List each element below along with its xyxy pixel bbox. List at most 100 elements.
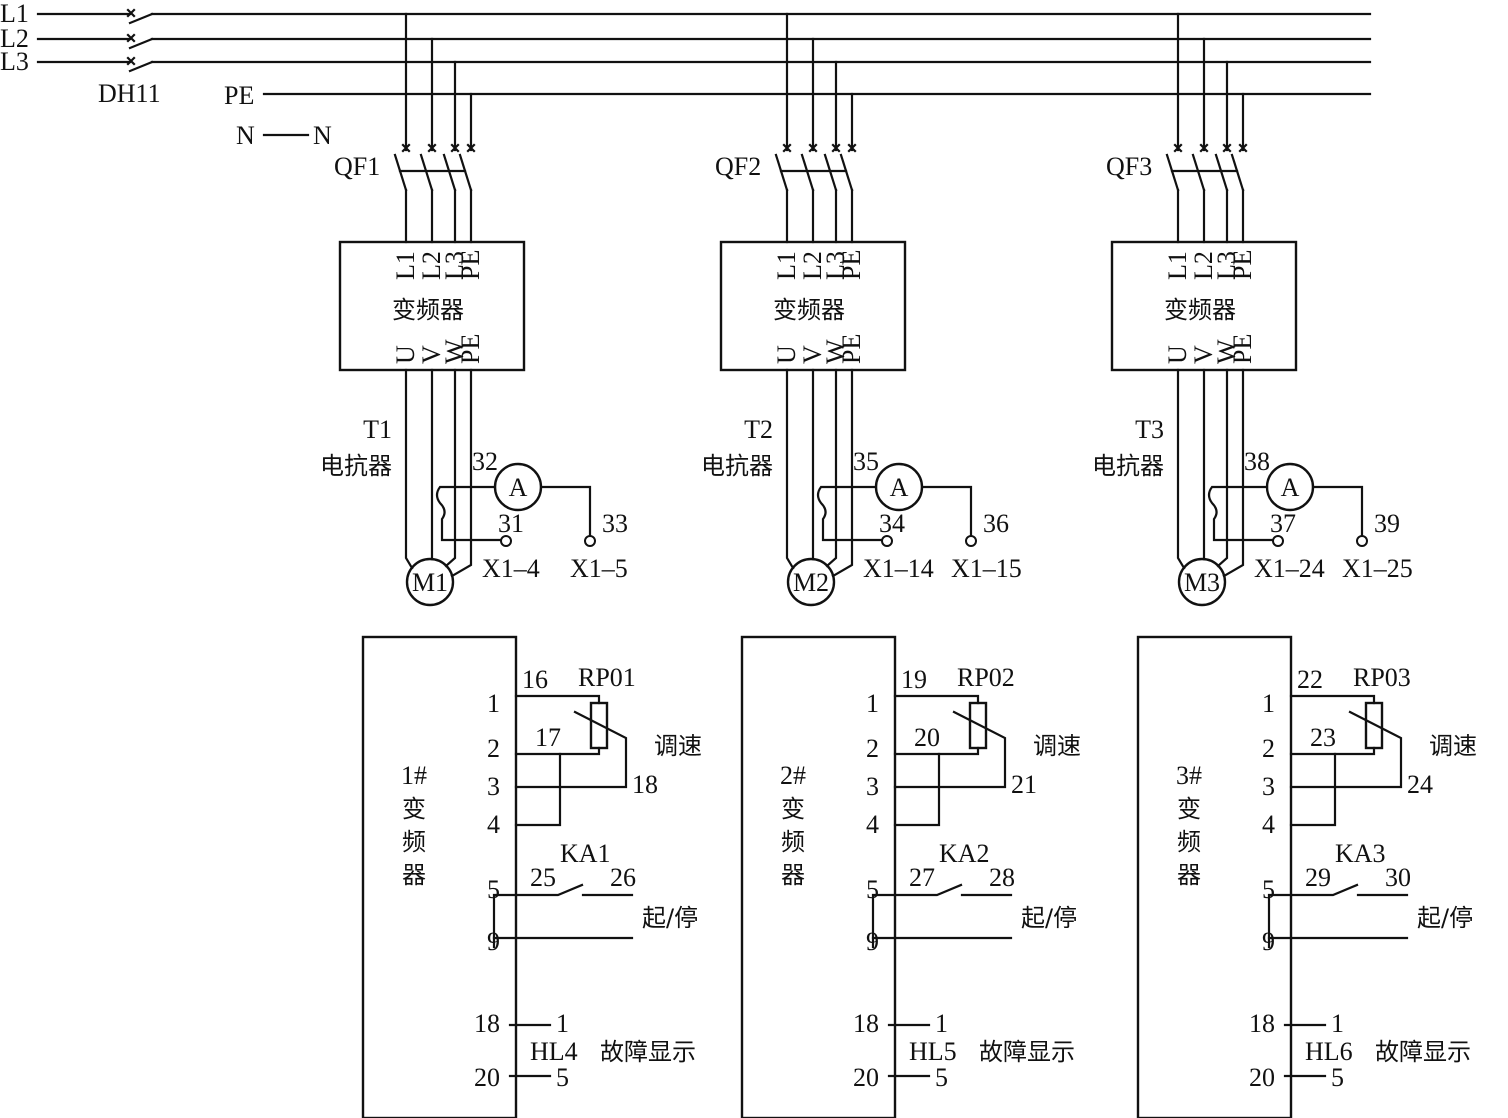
fault-label: 故障显示 xyxy=(979,1038,1075,1066)
inverter-input-label: PE xyxy=(837,250,866,280)
breaker-label: QF1 xyxy=(334,152,380,181)
pot-wire-top xyxy=(893,694,980,705)
relay-label: KA2 xyxy=(939,839,990,868)
breaker-x-icon xyxy=(1199,143,1209,153)
control-terminal-label: 1 xyxy=(487,689,500,718)
pot-wiper-wire xyxy=(514,710,628,789)
inverter-input-label: L2 xyxy=(798,251,827,280)
wire-number: 28 xyxy=(989,863,1015,892)
lamp-label: HL4 xyxy=(530,1037,578,1066)
motor-label: M3 xyxy=(1184,568,1220,597)
terminal-label: X1–14 xyxy=(863,554,934,583)
inverter-input-label: L1 xyxy=(1163,251,1192,280)
motor-circle xyxy=(786,557,836,607)
control-terminal-label: 1 xyxy=(1262,689,1275,718)
terminal-left xyxy=(881,535,893,547)
potentiometer-label: RP01 xyxy=(578,663,636,692)
lamp-pin: 5 xyxy=(935,1063,948,1092)
wire-number: 21 xyxy=(1011,770,1037,799)
wire-number: 33 xyxy=(602,509,628,538)
relay-wire-left xyxy=(492,883,584,949)
breaker-blade xyxy=(1165,153,1180,192)
control-terminal-label: 18 xyxy=(474,1009,500,1038)
speed-label: 调速 xyxy=(1429,732,1477,760)
inverter-output-label: U xyxy=(391,345,420,364)
wire-number: 27 xyxy=(909,863,935,892)
breaker-blade xyxy=(800,153,815,192)
pot-jumper-wire xyxy=(514,752,562,827)
breaker-blade xyxy=(419,153,434,192)
wire-number: 19 xyxy=(901,665,927,694)
ammeter-wire-left xyxy=(435,485,508,542)
switch-x-icon xyxy=(126,56,136,66)
inverter-output-label: PE xyxy=(837,334,866,364)
pot-wire-bottom xyxy=(893,746,980,756)
fault-label: 故障显示 xyxy=(1375,1038,1471,1066)
motor-wire-w xyxy=(825,368,838,568)
inverter-output-label: PE xyxy=(456,334,485,364)
relay-label: KA1 xyxy=(560,839,611,868)
wire-number: 26 xyxy=(610,863,636,892)
terminal-left xyxy=(500,535,512,547)
control-terminal-label: 1 xyxy=(866,689,879,718)
inverter-output-label: V xyxy=(1189,345,1218,364)
control-terminal-label: 4 xyxy=(1262,810,1275,839)
speed-label: 调速 xyxy=(654,732,702,760)
breaker-blade xyxy=(1191,153,1206,192)
wire-number: 30 xyxy=(1385,863,1411,892)
motor-circle xyxy=(1177,557,1227,607)
breaker-x-icon xyxy=(466,143,476,153)
main-switch-label: DH11 xyxy=(98,79,161,108)
control-terminal-label: 4 xyxy=(866,810,879,839)
breaker-x-icon xyxy=(831,143,841,153)
inverter-label: 变频器 xyxy=(1164,296,1236,324)
start-stop-label: 起/停 xyxy=(1021,904,1077,932)
pot-jumper-wire xyxy=(893,752,941,827)
start-stop-label: 起/停 xyxy=(1417,904,1473,932)
inverter-output-label: W xyxy=(1212,339,1241,364)
lamp-label: HL6 xyxy=(1305,1037,1353,1066)
terminal-label: X1–15 xyxy=(951,554,1022,583)
ammeter-label: A xyxy=(509,473,528,502)
lamp-label: HL5 xyxy=(909,1037,957,1066)
terminal-right xyxy=(584,535,596,547)
breaker-blade xyxy=(1230,153,1245,192)
potentiometer-label: RP03 xyxy=(1353,663,1411,692)
relay-wire-left xyxy=(871,883,963,949)
breaker-blade xyxy=(393,153,408,192)
breaker-x-icon xyxy=(1173,143,1183,153)
motor-label: M2 xyxy=(793,568,829,597)
wire-number: 22 xyxy=(1297,665,1323,694)
control-terminal-label: 5 xyxy=(487,875,500,904)
start-stop-label: 起/停 xyxy=(642,904,698,932)
inverter-input-label: L2 xyxy=(1189,251,1218,280)
wire-number: 36 xyxy=(983,509,1009,538)
control-terminal-label: 20 xyxy=(474,1063,500,1092)
terminal-left xyxy=(1272,535,1284,547)
motor-wire-u xyxy=(785,368,795,570)
breaker-x-icon xyxy=(782,143,792,153)
wire-number: 31 xyxy=(498,509,524,538)
ammeter-label: A xyxy=(890,473,909,502)
wire-number: 20 xyxy=(914,723,940,752)
control-box-title: 器 xyxy=(781,861,805,889)
switch-blade xyxy=(128,60,154,73)
wire-number: 35 xyxy=(853,447,879,476)
relay-wire-left xyxy=(1267,883,1359,949)
control-terminal-label: 5 xyxy=(866,875,879,904)
control-box-title: 2# xyxy=(780,761,806,790)
potentiometer xyxy=(1364,701,1384,750)
relay-label: KA3 xyxy=(1335,839,1386,868)
bus-label-n-right: N xyxy=(313,121,332,150)
motor-circle xyxy=(405,557,455,607)
control-terminal-label: 2 xyxy=(1262,734,1275,763)
fault-label: 故障显示 xyxy=(600,1038,696,1066)
wire-number: 18 xyxy=(632,770,658,799)
inverter-input-label: PE xyxy=(1228,250,1257,280)
control-box-title: 1# xyxy=(401,761,427,790)
ammeter-wire-left xyxy=(1207,485,1280,542)
reactor-label: 电抗器 xyxy=(701,452,773,480)
